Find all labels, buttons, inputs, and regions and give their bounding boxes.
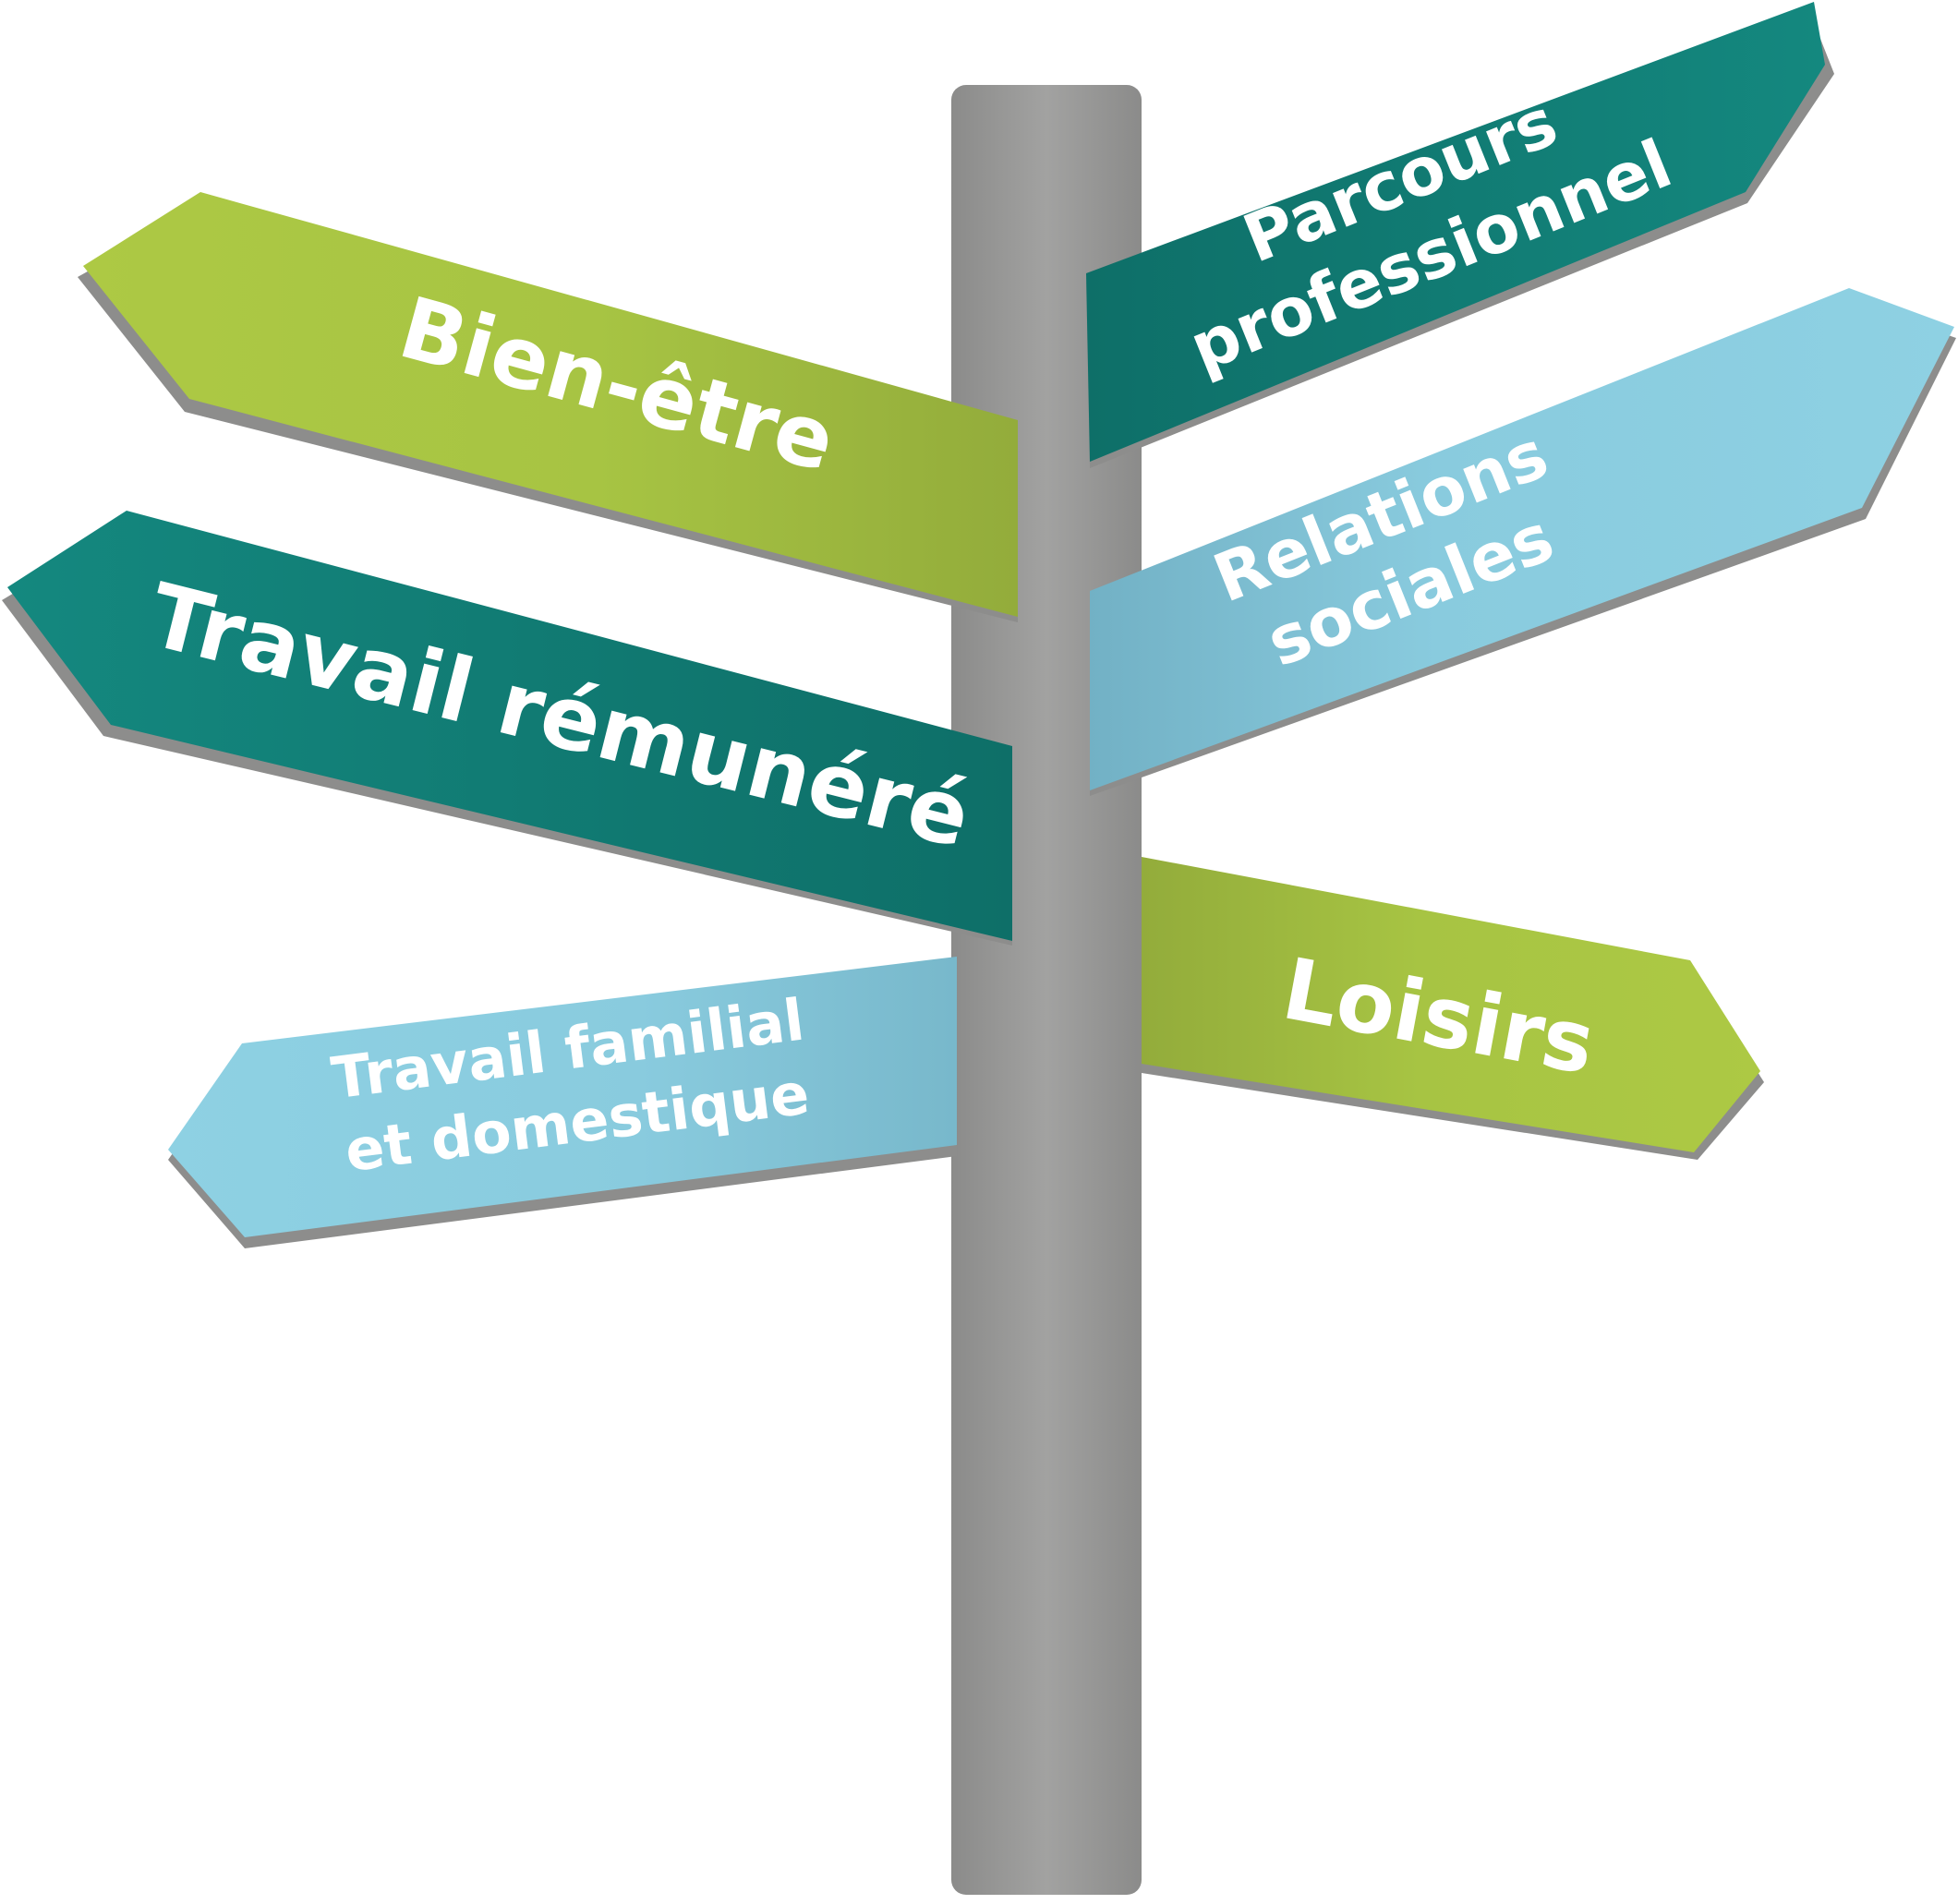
sign-loisirs: Loisirs — [1142, 857, 1764, 1160]
sign-bien-etre: Bien-être — [78, 192, 1018, 622]
sign-travail-familial: Travail familial et domestique — [168, 957, 957, 1248]
